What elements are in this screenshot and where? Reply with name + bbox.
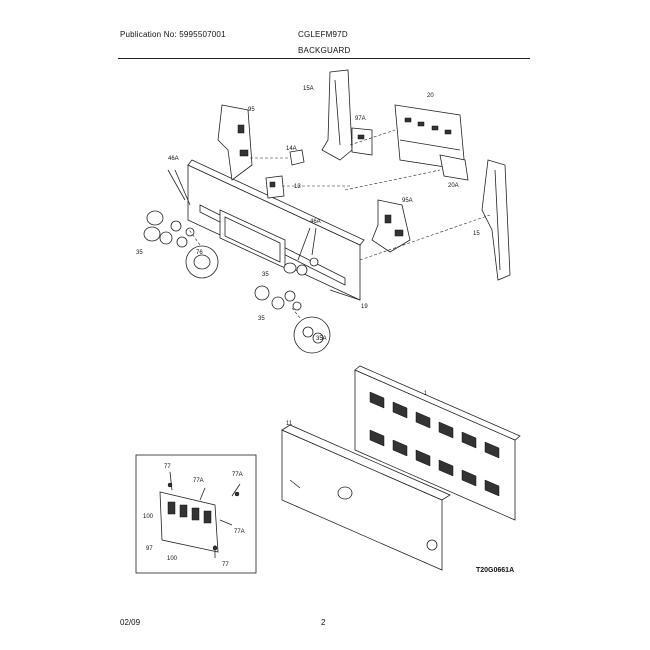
header-rule xyxy=(118,58,530,59)
callout-100-b: 100 xyxy=(167,556,178,562)
vent-slot xyxy=(438,421,454,439)
callout-35a: 35A xyxy=(316,336,327,342)
inset-detail xyxy=(135,454,257,574)
vent-slot xyxy=(392,439,408,457)
vent-slot xyxy=(415,449,431,467)
end-cap-right-95a xyxy=(371,199,411,253)
switch-14a xyxy=(289,149,305,166)
callout-46a-left: 46A xyxy=(168,156,179,162)
callout-46a-mid: 46A xyxy=(310,219,321,225)
callout-11: 11 xyxy=(286,421,293,427)
clip-97a xyxy=(351,127,373,156)
callout-77a-c: 77A xyxy=(234,529,245,535)
detail-circle-35a xyxy=(291,307,331,354)
callout-77a-b: 77A xyxy=(193,478,204,484)
back-panel-11 xyxy=(281,424,451,571)
vent-slot xyxy=(461,469,477,487)
knobs-bottom xyxy=(254,285,302,311)
knobs-middle xyxy=(283,227,319,276)
vent-slot xyxy=(438,459,454,477)
bracket-13 xyxy=(265,175,285,199)
vent-slot xyxy=(369,391,385,409)
callout-35-left: 35 xyxy=(136,250,143,256)
publication-number: Publication No: 5995507001 xyxy=(120,30,226,39)
vent-slot xyxy=(484,441,500,459)
callout-97a: 97A xyxy=(355,116,366,122)
bracket-20a xyxy=(439,154,469,181)
bracket-15a xyxy=(321,69,353,161)
callout-97: 97 xyxy=(146,546,153,552)
vent-slot xyxy=(415,411,431,429)
vent-slot xyxy=(461,431,477,449)
callout-1: 1 xyxy=(424,391,428,397)
section-title: BACKGUARD xyxy=(298,46,351,55)
callout-77-b: 77 xyxy=(222,562,229,568)
vent-slot xyxy=(484,479,500,497)
callout-95: 95 xyxy=(248,107,255,113)
callout-77-a: 77 xyxy=(164,464,171,470)
callout-35-mid: 35 xyxy=(262,272,269,278)
callout-20a: 20A xyxy=(448,183,459,189)
callout-76: 76 xyxy=(196,250,203,256)
callout-100-a: 100 xyxy=(143,514,154,520)
control-panel-backguard xyxy=(187,159,365,301)
callout-77a-a: 77A xyxy=(232,472,243,478)
model-number: CGLEFM97D xyxy=(298,30,348,39)
page-number: 2 xyxy=(321,618,326,627)
callout-13: 13 xyxy=(294,184,301,190)
callout-19: 19 xyxy=(361,304,368,310)
callout-15a: 15A xyxy=(303,86,314,92)
callout-20: 20 xyxy=(427,93,434,99)
footer-date: 02/09 xyxy=(120,618,141,627)
callout-95a: 95A xyxy=(402,198,413,204)
knobs-left xyxy=(143,169,195,248)
end-cap-left xyxy=(217,104,253,181)
callout-35-bottom: 35 xyxy=(258,316,265,322)
callout-15: 15 xyxy=(473,231,480,237)
callout-14a: 14A xyxy=(286,146,297,152)
vent-slot xyxy=(369,429,385,447)
bracket-15 xyxy=(481,159,511,281)
vent-slot xyxy=(392,401,408,419)
drawing-code: T20G0661A xyxy=(476,567,515,574)
detail-circle-76 xyxy=(185,227,219,279)
back-panel-1 xyxy=(354,365,521,521)
